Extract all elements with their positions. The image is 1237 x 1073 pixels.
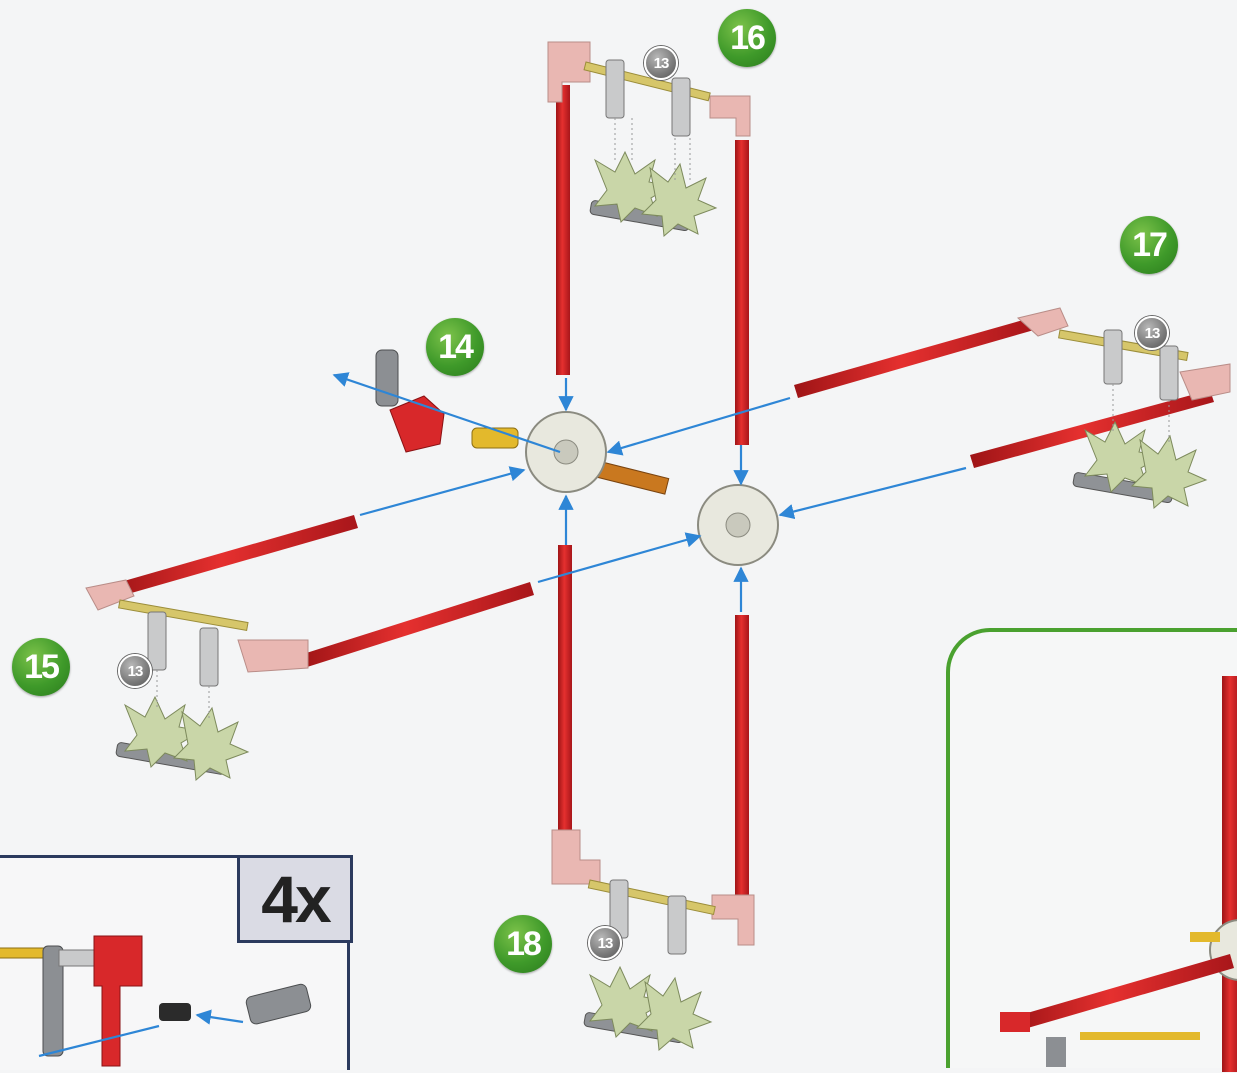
frame-right <box>794 307 1231 510</box>
step-number: 14 <box>438 327 474 366</box>
wheel-assembly <box>115 695 250 782</box>
preview-illustration <box>1000 676 1237 1072</box>
wheel-assembly <box>589 150 718 238</box>
step-number: 18 <box>506 924 542 963</box>
hub-parts <box>375 349 779 566</box>
reference-badge: 13 <box>1135 316 1169 350</box>
rod-horizontal-lower <box>970 390 1214 468</box>
arrow-left-out <box>332 372 561 454</box>
step-badge-16: 16 <box>718 9 776 67</box>
step-badge-18: 18 <box>494 915 552 973</box>
assembly-arrows <box>332 372 967 612</box>
rod-vertical-left <box>556 85 570 375</box>
quantity-panel: 4x <box>0 855 353 1070</box>
preview-panel <box>946 628 1237 1072</box>
step-number: 15 <box>24 647 60 686</box>
rod-vertical-right <box>735 140 749 445</box>
wheel-assembly <box>583 965 713 1052</box>
rod-vertical-right <box>735 615 749 915</box>
arrow-from-left-upper <box>359 466 526 517</box>
wheel-assembly <box>1072 420 1208 510</box>
rod-horizontal-upper <box>794 318 1034 398</box>
rod-horizontal-upper <box>110 515 358 598</box>
frame-left <box>85 515 534 782</box>
reference-badge: 13 <box>588 926 622 960</box>
quantity-label: 4x <box>237 855 353 943</box>
step-badge-14: 14 <box>426 318 484 376</box>
step-badge-17: 17 <box>1120 216 1178 274</box>
arrow-from-right-upper <box>606 396 791 456</box>
clip <box>605 59 625 119</box>
reference-badge: 13 <box>118 654 152 688</box>
frame-bottom <box>551 545 755 1052</box>
rod-vertical-left <box>558 545 572 835</box>
gray-end-cap <box>375 349 399 407</box>
corner-connector-tl <box>547 41 591 103</box>
clip <box>671 77 691 137</box>
red-connector <box>389 395 445 453</box>
step-number: 17 <box>1132 225 1168 264</box>
subassembly-illustration <box>0 935 312 1067</box>
frame-top <box>547 41 751 445</box>
step-number: 16 <box>730 18 766 57</box>
arrow-from-right-lower <box>778 466 967 520</box>
corner-connector-tr <box>709 95 751 137</box>
rod-horizontal-lower <box>300 582 534 668</box>
step-badge-15: 15 <box>12 638 70 696</box>
arrow-from-left-lower <box>537 532 702 584</box>
reference-badge: 13 <box>644 46 678 80</box>
